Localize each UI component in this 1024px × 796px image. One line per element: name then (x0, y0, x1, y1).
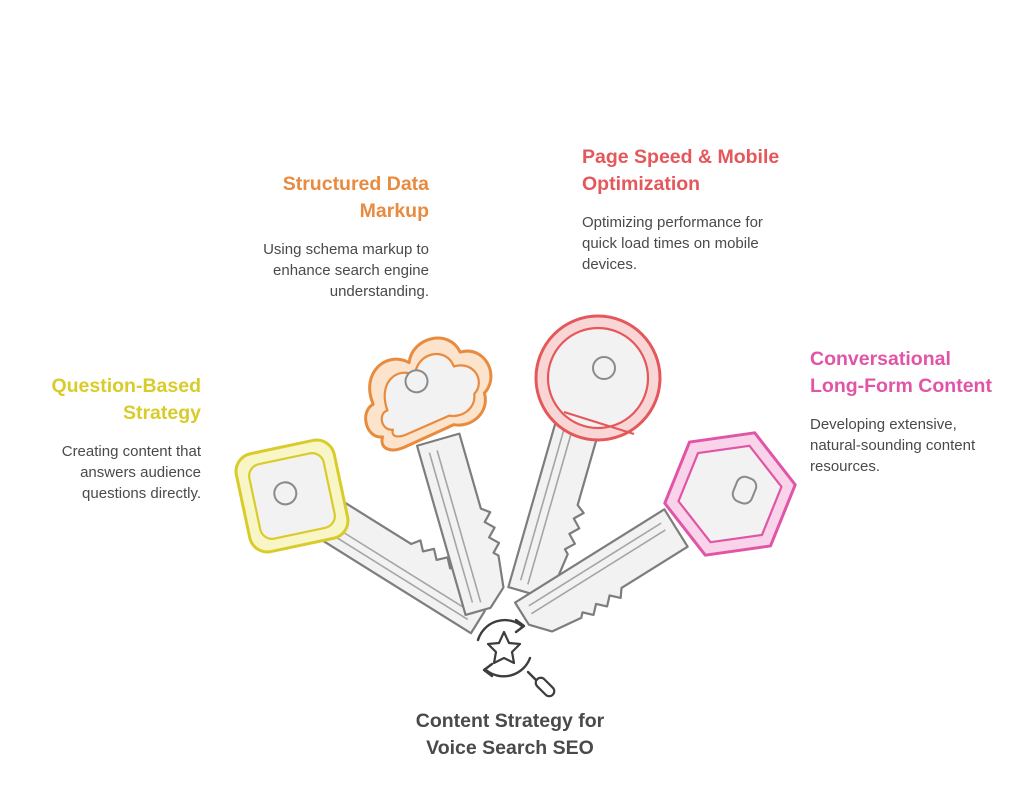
item-conversational: Conversational Long-Form Content Develop… (810, 346, 1010, 477)
center-title: Content Strategy for Voice Search SEO (415, 710, 605, 759)
item-page-speed: Page Speed & Mobile Optimization Optimiz… (582, 144, 782, 275)
key-head-structured-data (364, 336, 493, 452)
item-structured-data: Structured Data Markup Using schema mark… (220, 171, 429, 302)
item-title: Conversational Long-Form Content (810, 348, 992, 397)
star-search-icon (476, 618, 556, 698)
item-description: Developing extensive, natural-sounding c… (810, 416, 976, 475)
center-topic: Content Strategy for Voice Search SEO (400, 708, 620, 762)
item-description: Using schema markup to enhance search en… (263, 241, 429, 300)
key-head-question-based (234, 438, 350, 554)
key-head-page-speed (534, 314, 662, 442)
item-description: Optimizing performance for quick load ti… (582, 214, 763, 273)
item-title: Question-Based Strategy (51, 375, 201, 424)
item-question-based: Question-Based Strategy Creating content… (20, 373, 201, 504)
key-head-conversational (663, 431, 797, 557)
item-title: Page Speed & Mobile Optimization (582, 146, 780, 195)
item-title: Structured Data Markup (282, 173, 429, 222)
item-description: Creating content that answers audience q… (61, 443, 201, 502)
